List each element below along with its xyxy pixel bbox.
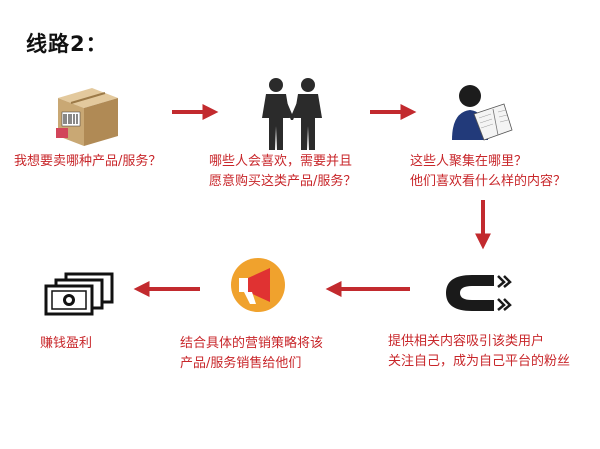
step-6-line-1: 赚钱盈利 — [40, 336, 93, 351]
step-4-line-1: 提供相关内容吸引该类用户 — [388, 334, 545, 349]
handshake-people-icon — [262, 78, 322, 150]
magnet-icon — [446, 275, 512, 311]
step-3-line-2: 他们喜欢看什么样的内容？ — [410, 174, 567, 189]
megaphone-icon — [231, 258, 285, 312]
step-2-line-1: 哪些人会喜欢，需要并且 — [209, 154, 353, 169]
step-2-label: 哪些人会喜欢，需要并且 愿意购买这类产品/服务？ — [209, 152, 356, 192]
step-6-label: 赚钱盈利 — [40, 334, 92, 354]
reader-person-icon — [452, 85, 513, 141]
step-4-line-2: 关注自己，成为自己平台的粉丝 — [388, 354, 571, 369]
step-4-label: 提供相关内容吸引该类用户 关注自己，成为自己平台的粉丝 — [388, 332, 570, 372]
money-stack-icon — [44, 272, 114, 316]
step-5-label: 结合具体的营销策略将该 产品/服务销售给他们 — [180, 334, 323, 374]
step-5-line-2: 产品/服务销售给他们 — [180, 356, 302, 371]
step-1-label: 我想要卖哪种产品/服务？ — [14, 152, 161, 172]
step-3-line-1: 这些人聚集在哪里？ — [410, 154, 528, 169]
diagram-title: 线路2： — [26, 32, 108, 56]
product-box-icon — [56, 88, 118, 146]
step-1-line-1: 我想要卖哪种产品/服务？ — [14, 154, 162, 169]
step-2-line-2: 愿意购买这类产品/服务？ — [209, 174, 357, 189]
step-3-label: 这些人聚集在哪里？ 他们喜欢看什么样的内容？ — [410, 152, 566, 192]
step-5-line-1: 结合具体的营销策略将该 — [180, 336, 324, 351]
